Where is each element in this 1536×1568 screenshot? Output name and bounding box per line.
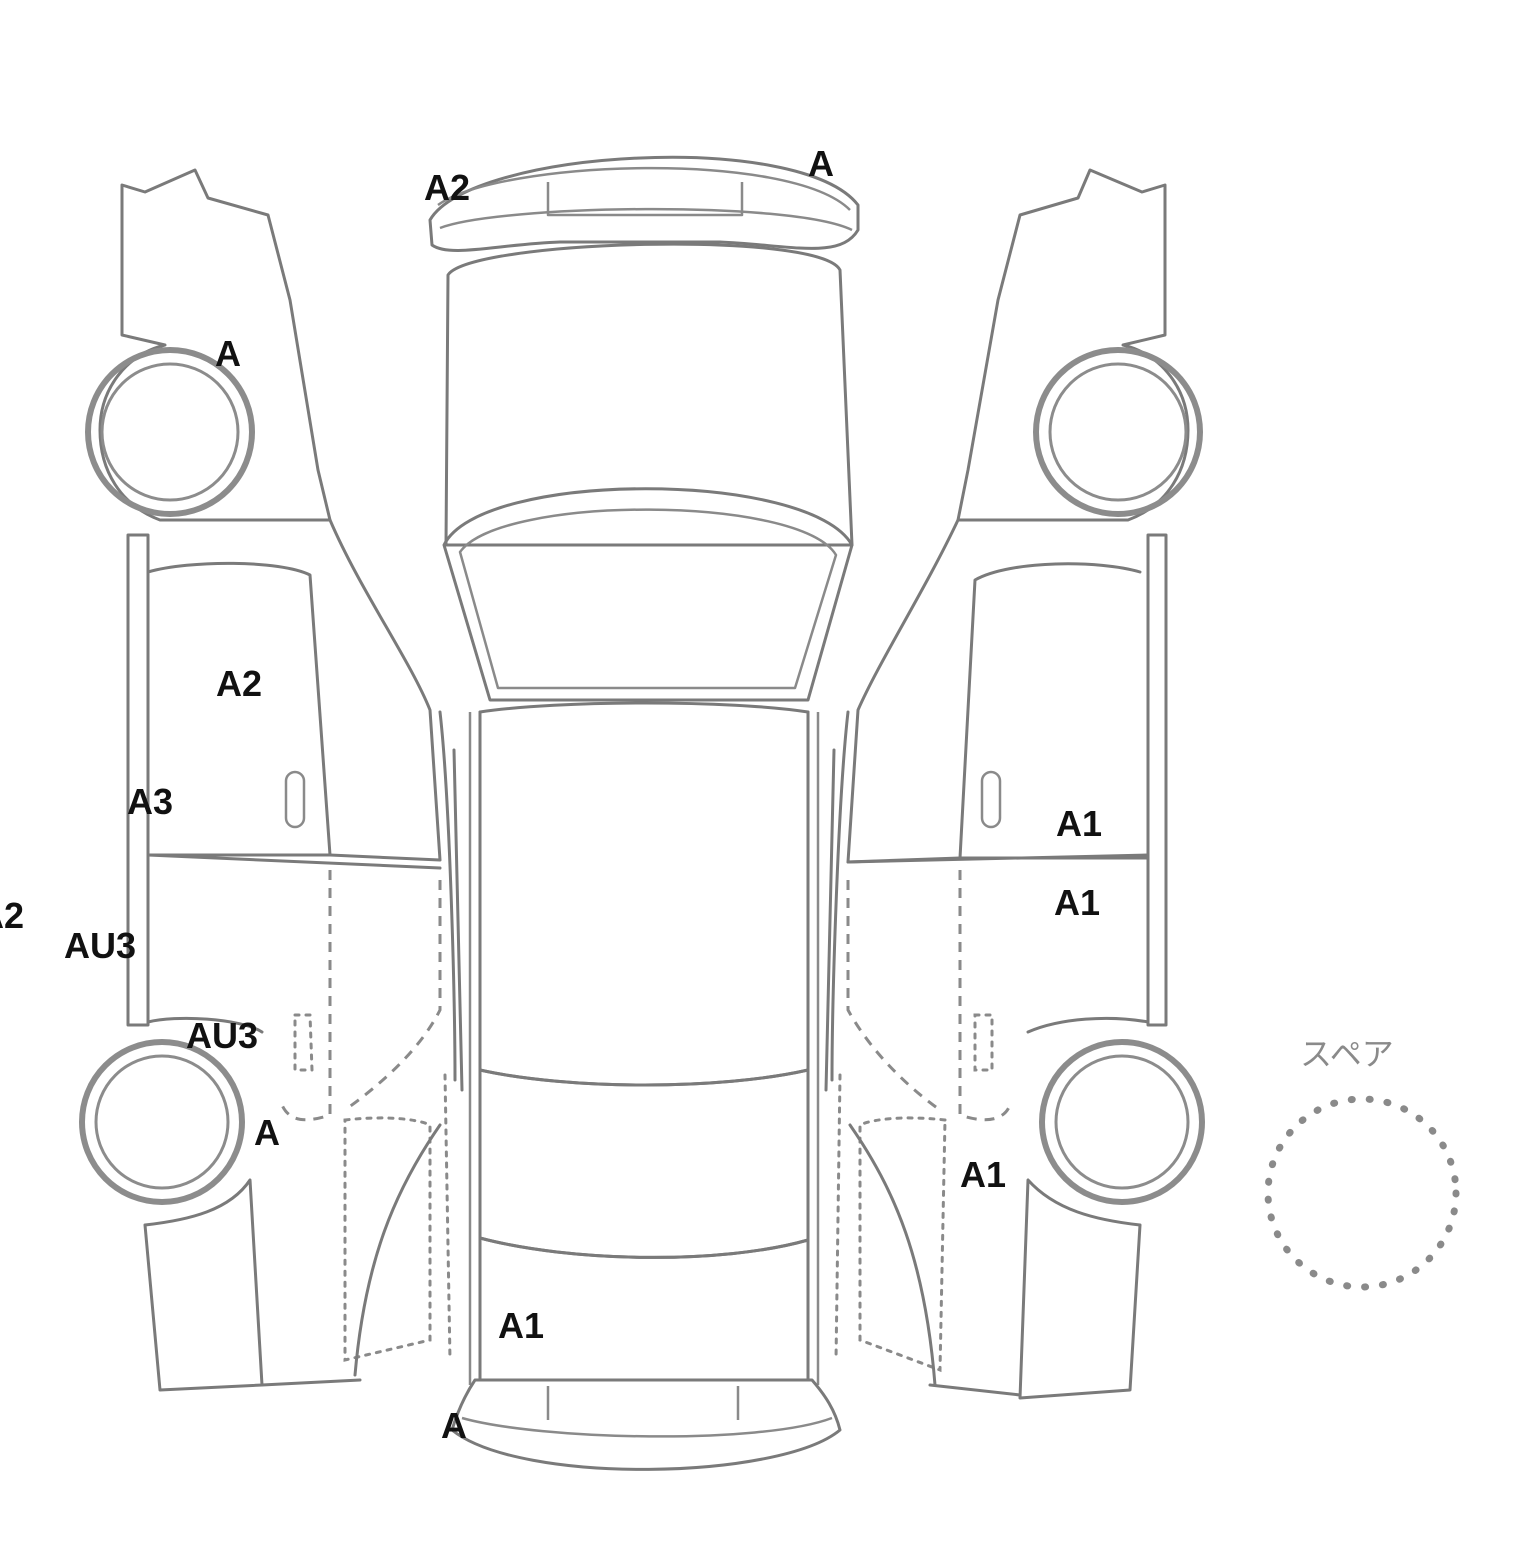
- front-bumper: [450, 1378, 842, 1471]
- damage-mark: A1: [1056, 803, 1102, 844]
- right-rear-tire: [1033, 347, 1203, 517]
- left-rear-tire: [85, 347, 255, 517]
- damage-mark: A3: [127, 781, 173, 822]
- right-rear-quarter: [956, 168, 1190, 522]
- trunk-lid: [444, 242, 854, 547]
- left-front-tire: [79, 1039, 245, 1205]
- damage-mark: AU3: [186, 1015, 258, 1056]
- car-left-side-view: [79, 168, 464, 1392]
- damage-mark: A1: [498, 1305, 544, 1346]
- car-right-side-view: [824, 168, 1205, 1400]
- right-doors: [1146, 533, 1168, 1027]
- damage-mark: AU3: [64, 925, 136, 966]
- spare-tire-ring: [1264, 1095, 1460, 1291]
- damage-mark: A: [215, 333, 241, 374]
- damage-mark: A2: [424, 167, 470, 208]
- car-top-view: [428, 155, 860, 1471]
- spare-label: スペア: [1300, 1035, 1394, 1073]
- damage-mark: A2: [216, 663, 262, 704]
- left-doors: [126, 533, 150, 1027]
- roof: [478, 701, 810, 1087]
- left-door-handle: [284, 770, 306, 829]
- damage-marks: A2 A A A2 A3 A2 AU3 AU3 A A1 A1 A1 A1 A: [0, 143, 1102, 1446]
- windshield: [478, 1068, 810, 1259]
- rear-window: [442, 487, 854, 702]
- damage-mark: A1: [960, 1154, 1006, 1195]
- right-front-tire: [1039, 1039, 1205, 1205]
- damage-mark: A2: [0, 895, 24, 936]
- damage-mark: A: [808, 143, 834, 184]
- spare-tire: スペア: [1264, 1035, 1460, 1291]
- right-door-handle: [980, 770, 1002, 829]
- damage-mark: A: [441, 1405, 467, 1446]
- damage-mark: A: [254, 1112, 280, 1153]
- right-front-fender: [1018, 1178, 1142, 1400]
- left-front-fender: [143, 1178, 264, 1392]
- damage-mark: A1: [1054, 882, 1100, 923]
- rear-bumper: [428, 155, 860, 252]
